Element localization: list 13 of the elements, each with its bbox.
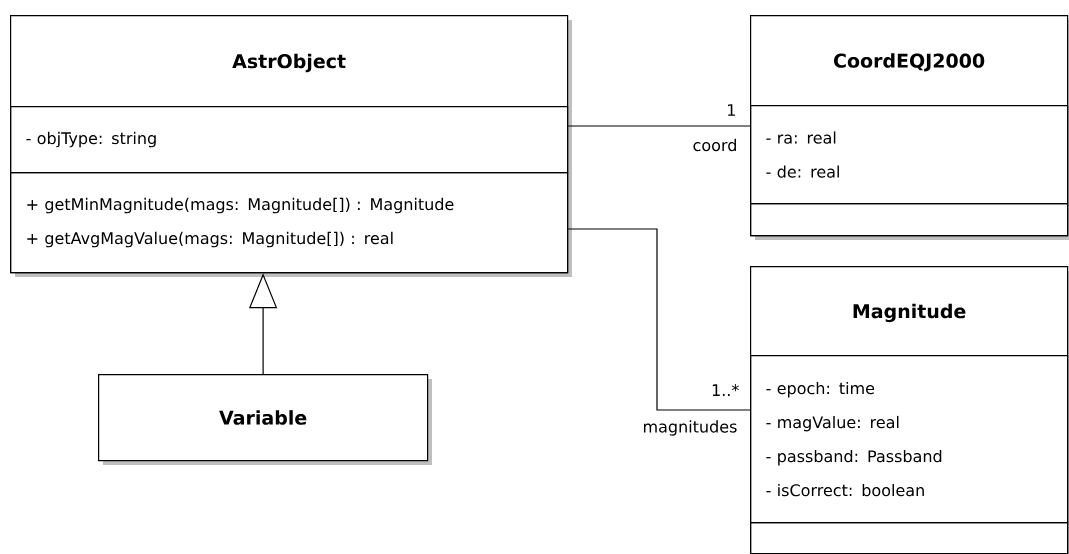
association-line bbox=[567, 228, 751, 411]
operation-compartment bbox=[750, 203, 1069, 237]
multiplicity-label: 1..* bbox=[712, 384, 739, 396]
attribute-list: - objType: string bbox=[10, 106, 569, 174]
association-line bbox=[567, 125, 751, 127]
operation-compartment bbox=[750, 522, 1069, 554]
attribute-list: - epoch: time - magValue: real - passband: Passband - isCorrect: boolean bbox=[750, 355, 1069, 524]
role-name: coord bbox=[693, 138, 736, 152]
role-name: magnitudes bbox=[644, 420, 737, 436]
operation-list: + getMinMagnitude(mags: Magnitude[]) : Magnitude + getAvgMagValue(mags: Magnitude[]) : real bbox=[10, 172, 569, 274]
attribute-list: - ra: real - de: real bbox=[750, 105, 1069, 205]
multiplicity-label: 1 bbox=[728, 104, 735, 116]
class-box: Variable bbox=[98, 374, 432, 465]
